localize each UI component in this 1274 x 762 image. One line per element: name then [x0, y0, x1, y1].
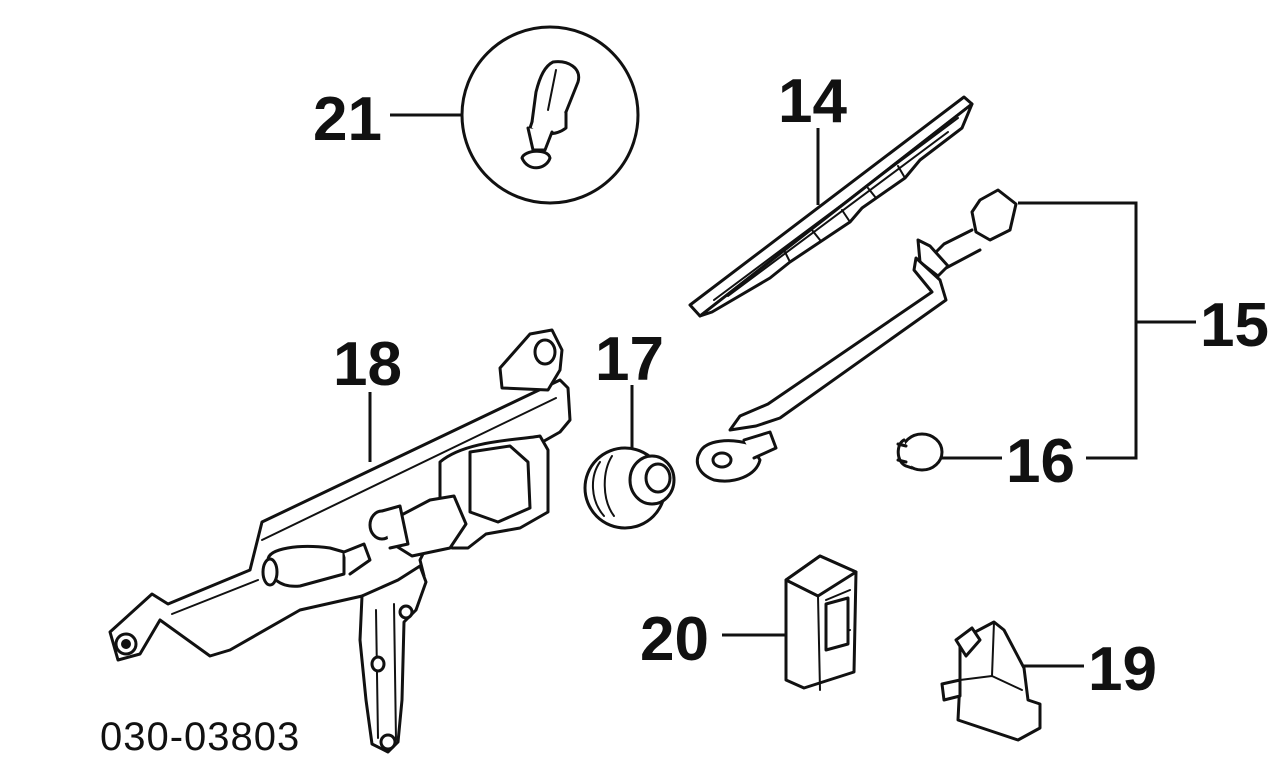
part-20-bracket: [784, 554, 858, 691]
part-18-wiper-motor-assembly: [108, 328, 572, 754]
leader-15-bracket: [1018, 201, 1196, 460]
callout-18: 18: [333, 330, 402, 399]
part-19-clip: [940, 620, 1042, 742]
diagram-reference-code: 030-03803: [100, 715, 300, 759]
callout-19: 19: [1088, 635, 1157, 704]
callout-20: 20: [640, 605, 709, 674]
part-15-wiper-arm: [695, 188, 1018, 483]
callout-14: 14: [778, 67, 847, 136]
part-16-cap: [896, 432, 944, 472]
callout-17: 17: [595, 325, 664, 394]
callout-21: 21: [313, 85, 382, 154]
part-21-clip-detail: [460, 25, 640, 205]
part-14-wiper-blade: [688, 95, 974, 318]
callout-16: 16: [1006, 427, 1075, 496]
callout-15: 15: [1200, 291, 1269, 360]
part-17-grommet: [583, 446, 676, 530]
